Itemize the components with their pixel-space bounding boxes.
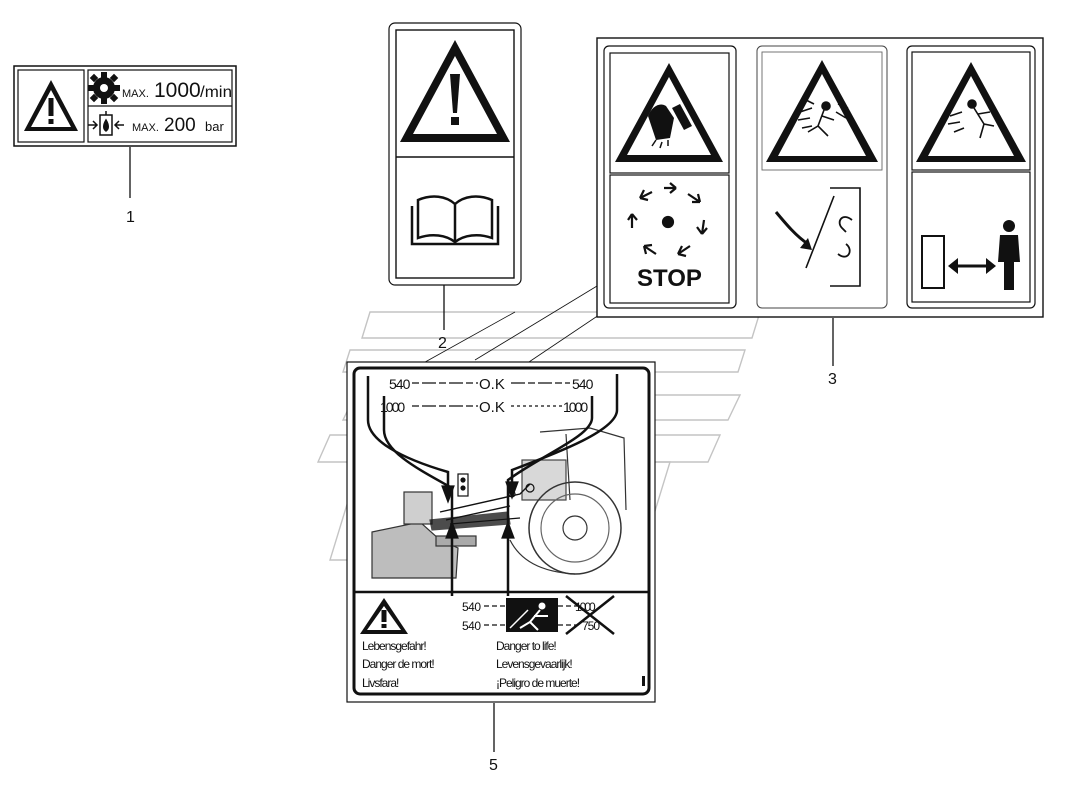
pressure-unit: bar (205, 119, 224, 134)
rpm-value: 1000 (154, 79, 201, 102)
warning-text-en: Danger to life! (496, 639, 556, 653)
hand-crush-icon (615, 63, 723, 162)
pressure-value: 200 (164, 115, 196, 136)
prohibited-cross-mark (565, 595, 615, 635)
callout-2: 2 (438, 335, 447, 352)
row1-ok: O.K (479, 376, 505, 393)
warning-text-es: ¡Peligro de muerte! (496, 676, 580, 690)
warning-triangle-icon (400, 40, 510, 142)
thrown-object-icon (766, 60, 878, 162)
row1-left-speed: 540 (389, 376, 411, 392)
rpm-prefix: MAX. (122, 88, 149, 100)
rpm-unit: /min (200, 84, 232, 101)
warning-text-block: Lebensgefahr! Danger de mort! Livsfara! … (362, 639, 581, 690)
warning-text-de: Lebensgefahr! (362, 639, 426, 653)
callout-5: 5 (489, 757, 498, 774)
safe-distance-icon (921, 220, 1020, 290)
rotating-parts-icon (627, 182, 708, 258)
callout-3: 3 (828, 371, 837, 388)
warning-text-fr: Danger de mort! (362, 657, 434, 671)
speed-750: 750 (582, 619, 600, 633)
callout-1: 1 (126, 209, 135, 226)
row2-ok: O.K (479, 399, 505, 416)
speed-540-a: 540 (462, 600, 481, 614)
thrown-object-icon (916, 62, 1026, 162)
decal-5-pto-speed-warning: 540 O.K 540 1000 O.K 1000 (346, 361, 656, 703)
small-marker (642, 676, 645, 686)
gear-icon (88, 72, 120, 104)
warning-triangle-icon (24, 80, 78, 131)
decal-2-read-manual (388, 22, 522, 286)
decal-1-max-speed-pressure: MAX. 1000 /min MAX. 200 bar (13, 65, 237, 147)
pressure-prefix: MAX. (132, 122, 159, 134)
row2-left-speed: 1000 (380, 399, 405, 415)
warning-triangle-icon (360, 598, 408, 634)
stop-label: STOP (637, 265, 702, 292)
hydraulic-pressure-icon (88, 111, 124, 136)
tractor-pto-illustration (366, 374, 627, 596)
row2-right-speed: 1000 (563, 399, 588, 415)
warning-text-sv: Livsfara! (362, 676, 399, 690)
open-book-icon (410, 195, 500, 246)
decal-3-safety-pictograms: STOP (596, 37, 1044, 318)
guard-rotation-icon (774, 187, 861, 287)
speed-540-b: 540 (462, 619, 481, 633)
warning-text-nl: Levensgevaarlijk! (496, 657, 572, 671)
speed-1000: 1000 (575, 600, 596, 614)
row1-right-speed: 540 (572, 376, 594, 392)
entanglement-hazard-icon (506, 598, 558, 632)
